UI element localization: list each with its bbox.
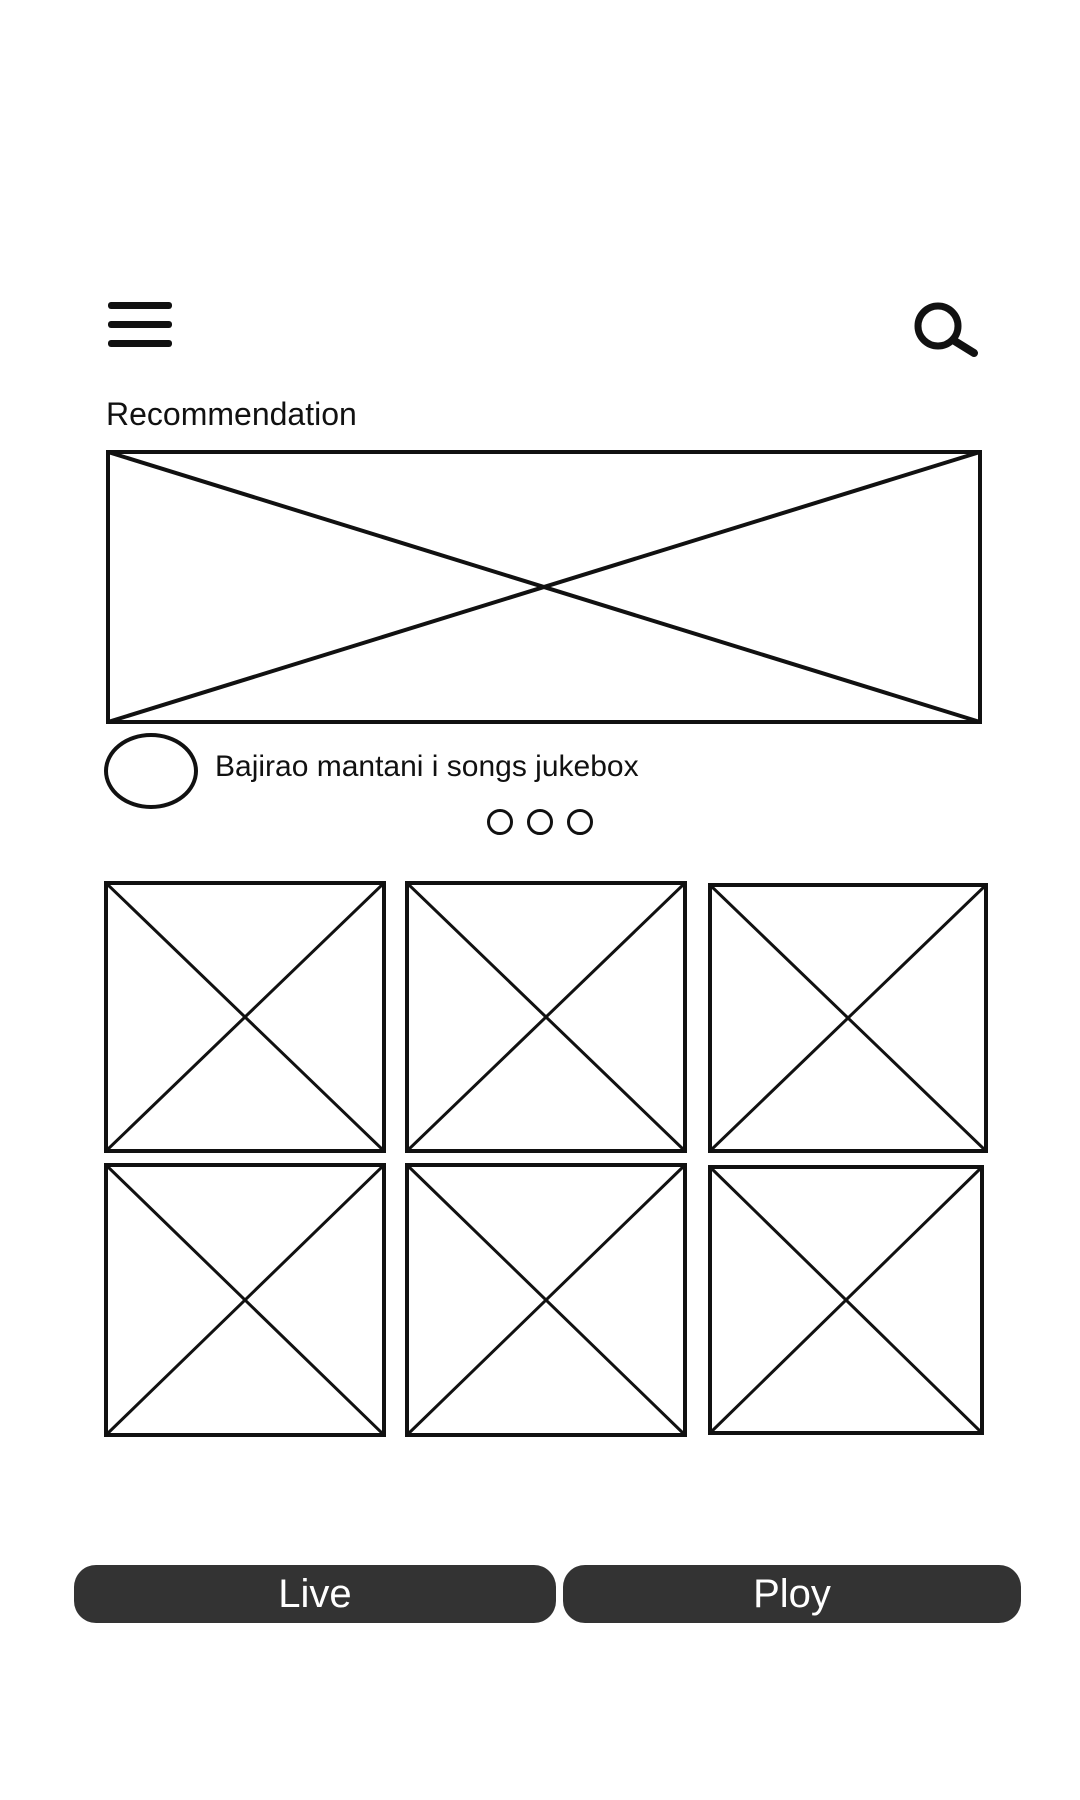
grid-thumbnail[interactable] <box>708 883 988 1153</box>
live-button[interactable]: Live <box>74 1565 556 1623</box>
carousel-dot[interactable] <box>567 809 593 835</box>
grid-thumbnail[interactable] <box>104 881 386 1153</box>
carousel-dot[interactable] <box>487 809 513 835</box>
carousel-dot[interactable] <box>527 809 553 835</box>
hamburger-menu-icon[interactable] <box>108 302 172 348</box>
grid-thumbnail[interactable] <box>708 1165 984 1435</box>
carousel-pagination <box>487 809 605 839</box>
featured-banner-image[interactable] <box>106 450 982 724</box>
play-button[interactable]: Ploy <box>563 1565 1021 1623</box>
section-title: Recommendation <box>106 396 357 432</box>
grid-thumbnail[interactable] <box>405 1163 687 1437</box>
channel-avatar[interactable] <box>104 733 198 809</box>
search-icon[interactable] <box>908 300 980 358</box>
grid-thumbnail[interactable] <box>104 1163 386 1437</box>
grid-thumbnail[interactable] <box>405 881 687 1153</box>
video-title[interactable]: Bajirao mantani i songs jukebox <box>215 750 639 783</box>
